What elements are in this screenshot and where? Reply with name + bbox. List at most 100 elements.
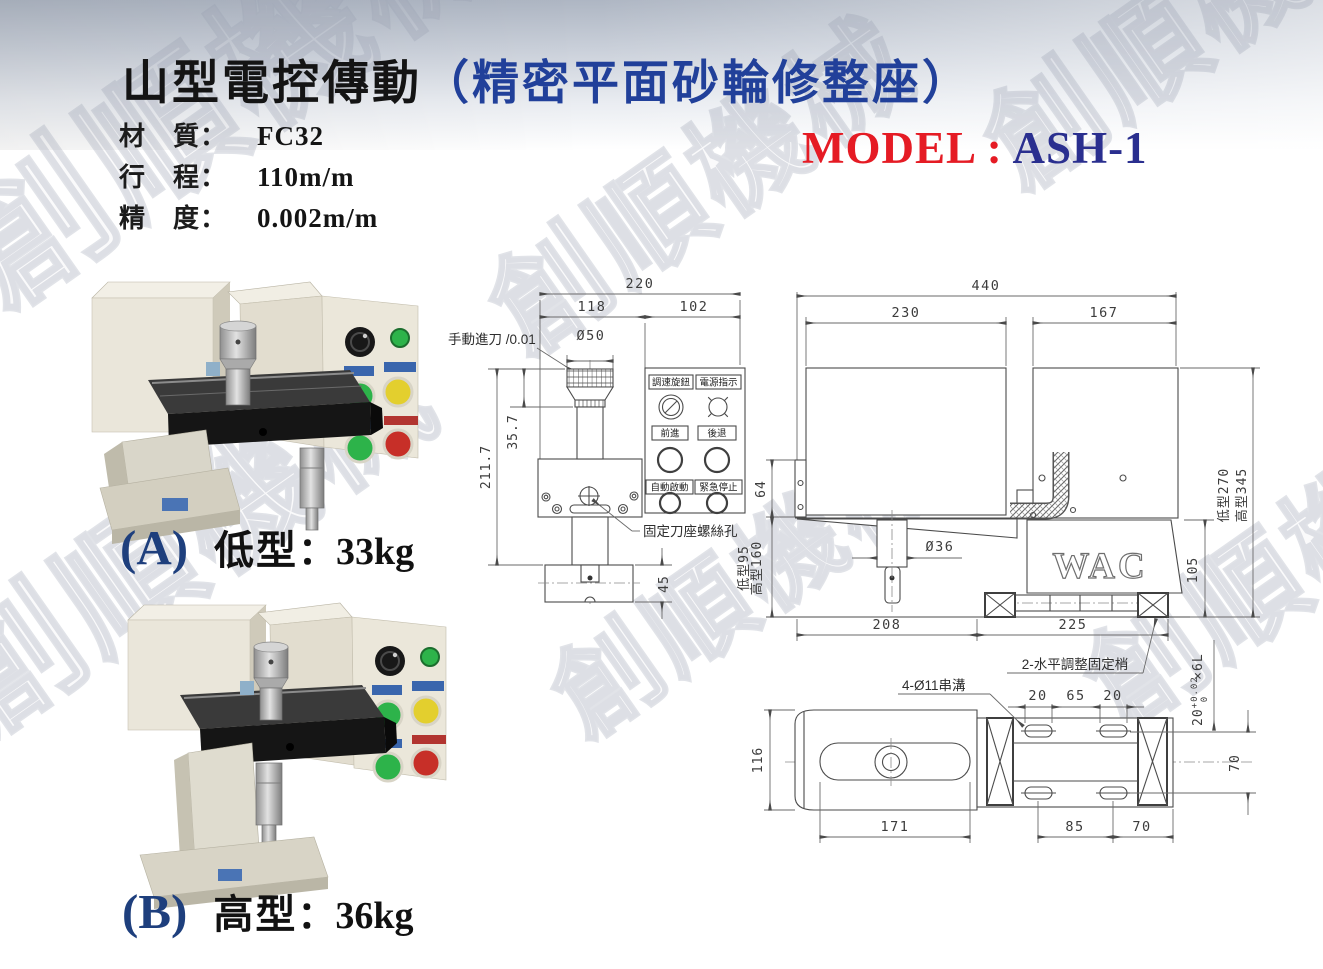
- dresser-body: [537, 458, 643, 518]
- button-backward: [382, 376, 414, 408]
- feed-knob: [206, 320, 257, 406]
- clamp-block: [240, 681, 254, 695]
- dim-left-base: 208: [873, 617, 902, 633]
- dim-overall-low: 低型270: [1217, 468, 1232, 522]
- title-sub: （精密平面砂輪修整座）: [422, 56, 972, 109]
- product-b-tag: (B): [122, 884, 188, 939]
- product-b-weight: ：36kg: [297, 895, 414, 937]
- dim-slot-length: 171: [881, 819, 910, 835]
- product-a-tag: (A): [120, 520, 189, 575]
- dim-front-right-width: 102: [680, 299, 709, 315]
- dim-side-total-width: 440: [972, 278, 1001, 294]
- technical-drawings: 220 118 102 手動進刀 /0.01 Ø50: [448, 276, 1260, 843]
- dim-slot-a: 20: [1028, 688, 1047, 704]
- plan-long-slot: [819, 742, 971, 781]
- panel-label-backward: 後退: [707, 428, 727, 440]
- spec-value-stroke: 110m/m: [257, 162, 355, 192]
- power-indicator-symbol: [708, 397, 728, 417]
- dim-front-base-height: 45: [657, 575, 672, 593]
- spec-row-stroke: 行 程： 110m/m: [119, 157, 378, 198]
- product-a-type: 低型: [214, 529, 299, 573]
- panel-knob-highlight: [362, 333, 368, 339]
- pedestal-base: [99, 429, 241, 544]
- panel-strip-1: [372, 685, 402, 695]
- dim-knob-height: 35.7: [506, 414, 521, 449]
- button-backward: [410, 695, 442, 727]
- base-sticker: [162, 498, 188, 511]
- button-emergency-stop-symbol: [705, 491, 729, 515]
- side-view-drawing: 440 230 167: [737, 278, 1260, 674]
- panel-strip-1: [344, 366, 374, 376]
- power-cable: [1010, 452, 1070, 520]
- dim-edge: 70: [1132, 819, 1151, 835]
- title-main: 山型電控傳動: [122, 56, 422, 109]
- panel-speed-knob: [345, 327, 375, 357]
- feed-knob: [240, 641, 289, 721]
- panel-knob-highlight: [392, 652, 398, 658]
- model-line: MODEL : ASH-1: [802, 122, 1148, 174]
- dim-slot-tolerance: 20+0.020×6L: [1190, 653, 1210, 726]
- plan-pad-left: [986, 717, 1014, 806]
- panel-strip-2: [412, 681, 444, 691]
- button-backward-symbol: [703, 446, 731, 474]
- mount-bracket: [794, 459, 807, 518]
- product-a-weight: ：33kg: [298, 531, 415, 573]
- power-pilot-light: [390, 328, 410, 348]
- model-label: MODEL :: [802, 123, 1003, 173]
- power-pilot-light: [420, 647, 440, 667]
- button-forward-symbol: [656, 446, 684, 474]
- button-emergency-stop: [382, 428, 414, 460]
- foot-slab: [139, 836, 329, 909]
- product-b-label: (B) 高型 ：36kg: [122, 882, 413, 940]
- plan-pad-right: [1137, 717, 1168, 806]
- product-photo-a: [91, 281, 419, 544]
- dim-base-height: 105: [1186, 557, 1201, 583]
- knurled-knob: [566, 368, 614, 388]
- dim-slot-pitch: 85: [1065, 819, 1084, 835]
- motor-housing: [805, 367, 1007, 516]
- panel-label-forward: 前進: [660, 428, 680, 440]
- dim-bracket-height: 64: [754, 480, 769, 498]
- model-value: ASH-1: [1012, 123, 1148, 173]
- product-photo-b: [127, 602, 447, 909]
- panel-strip-4: [412, 735, 446, 744]
- plan-left-body: [794, 709, 978, 811]
- callout-leveling-pin: 2-水平調整固定梢: [1022, 657, 1129, 672]
- worktable: [148, 370, 383, 447]
- spec-value-material: FC32: [257, 121, 324, 151]
- front-view-drawing: 220 118 102 手動進刀 /0.01 Ø50: [448, 276, 746, 619]
- wac-logo: WAC: [1052, 546, 1147, 587]
- dim-column-low: 低型95: [737, 545, 752, 591]
- page-title: 山型電控傳動（精密平面砂輪修整座）: [122, 44, 972, 113]
- panel-strip-4: [384, 416, 418, 425]
- leveling-pad-right: [1137, 592, 1169, 618]
- product-b-type: 高型: [213, 893, 298, 937]
- plan-mount-slots: [1021, 724, 1131, 800]
- panel-label-power-indicator: 電源指示: [699, 377, 737, 389]
- button-emergency-stop: [410, 747, 442, 779]
- spec-list: 材 質： FC32 行 程： 110m/m 精 度： 0.002m/m: [119, 116, 378, 239]
- lower-shaft: [299, 447, 325, 531]
- dim-slot-b: 20: [1103, 688, 1122, 704]
- spec-label-material: 材 質：: [119, 121, 228, 151]
- callout-screw-hole: 固定刀座螺絲孔: [643, 524, 738, 539]
- dim-front-left-width: 118: [578, 299, 607, 315]
- dim-shaft-diameter: Ø36: [926, 539, 955, 555]
- product-a-label: (A) 低型 ：33kg: [120, 518, 414, 576]
- dim-side-right-width: 167: [1090, 305, 1119, 321]
- dim-column-high: 高型160: [749, 541, 765, 595]
- panel-speed-knob: [375, 646, 405, 676]
- spec-row-accuracy: 精 度： 0.002m/m: [119, 198, 378, 239]
- base-sticker: [218, 869, 242, 881]
- panel-label-emergency-stop: 緊急停止: [699, 482, 738, 494]
- plan-view-drawing: 4-Ø11串溝 20 65 20 20+0.020×6L: [751, 640, 1256, 843]
- spec-row-material: 材 質： FC32: [119, 116, 378, 157]
- clamp-block: [206, 362, 220, 376]
- control-panel-drawing: 調速旋鈕 電源指示 前進 後退: [644, 367, 746, 515]
- button-auto-start: [372, 751, 404, 783]
- spec-label-accuracy: 精 度：: [119, 203, 228, 233]
- lower-shaft: [255, 762, 283, 854]
- wac-base: WAC: [984, 519, 1183, 618]
